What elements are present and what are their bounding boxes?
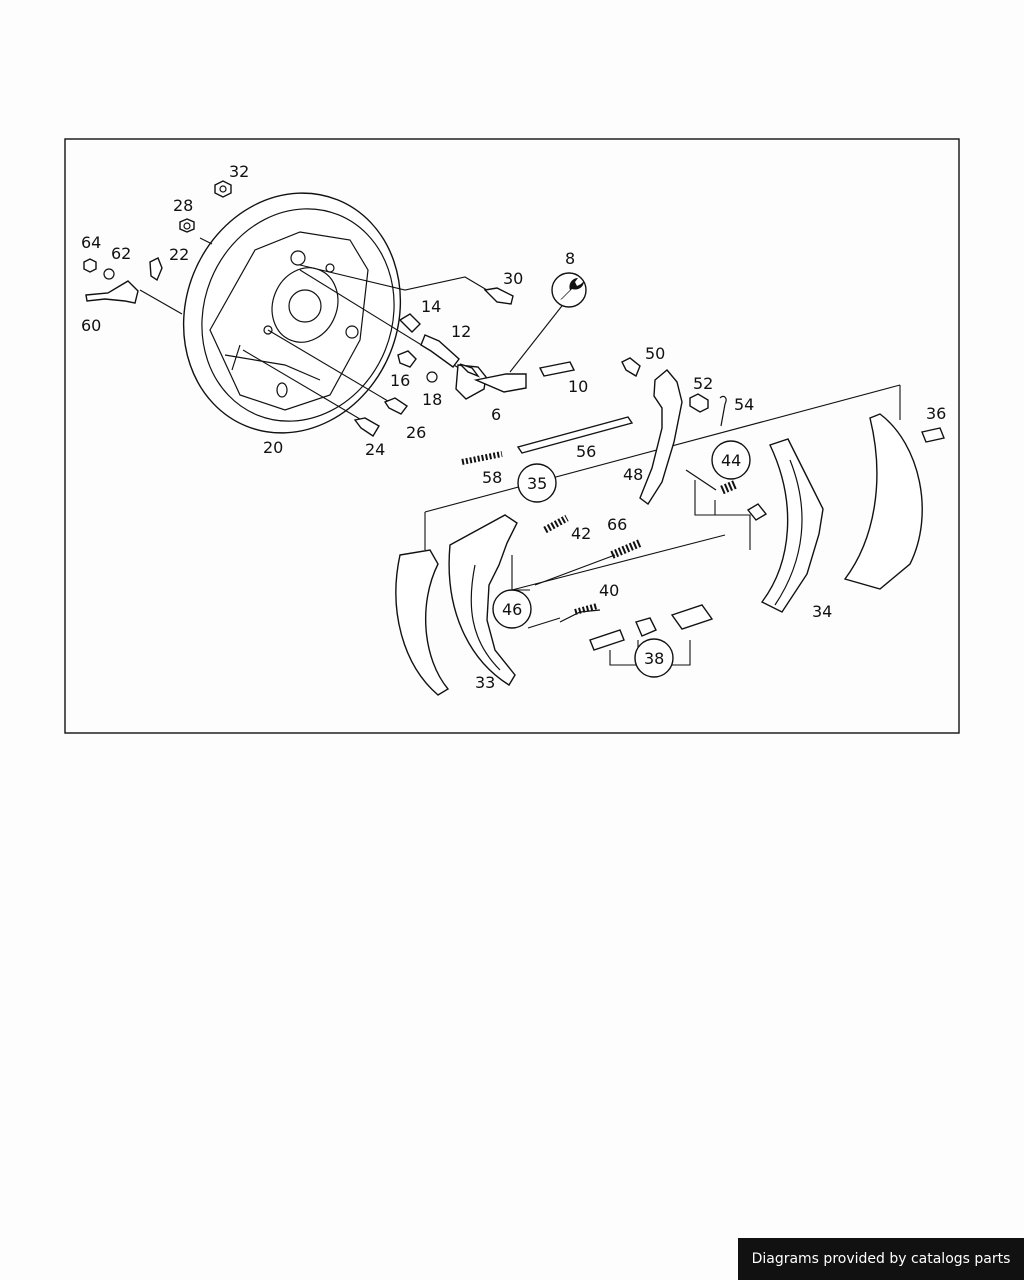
label-54: 54 xyxy=(734,395,754,414)
label-8: 8 xyxy=(565,249,575,268)
brake-shoes xyxy=(395,413,923,696)
label-10: 10 xyxy=(568,377,588,396)
small-parts xyxy=(83,180,945,651)
callout-circles xyxy=(492,440,751,678)
label-26: 26 xyxy=(406,423,426,442)
label-22: 22 xyxy=(169,245,189,264)
label-18: 18 xyxy=(422,390,442,409)
callout-44: 44 xyxy=(721,451,741,470)
leader-lines xyxy=(139,237,901,666)
label-64: 64 xyxy=(81,233,101,252)
wrench-icon xyxy=(560,278,584,300)
label-14: 14 xyxy=(421,297,441,316)
label-40: 40 xyxy=(599,581,619,600)
label-12: 12 xyxy=(451,322,471,341)
label-32: 32 xyxy=(229,162,249,181)
label-33: 33 xyxy=(475,673,495,692)
label-60: 60 xyxy=(81,316,101,335)
footer-credit: Diagrams provided by catalogs parts xyxy=(738,1238,1024,1280)
label-16: 16 xyxy=(390,371,410,390)
label-58: 58 xyxy=(482,468,502,487)
label-50: 50 xyxy=(645,344,665,363)
label-20: 20 xyxy=(263,438,283,457)
wrench-callout xyxy=(551,272,587,308)
label-56: 56 xyxy=(576,442,596,461)
parking-lever xyxy=(639,369,683,506)
diagram-frame xyxy=(64,138,960,734)
part-labels: 32 28 64 62 22 60 8 30 14 12 16 18 6 10 … xyxy=(81,162,946,692)
label-34: 34 xyxy=(812,602,832,621)
callout-35: 35 xyxy=(527,474,547,493)
label-6: 6 xyxy=(491,405,501,424)
label-24: 24 xyxy=(365,440,385,459)
backing-plate xyxy=(182,192,402,434)
label-48: 48 xyxy=(623,465,643,484)
label-28: 28 xyxy=(173,196,193,215)
callout-46: 46 xyxy=(502,600,522,619)
label-42: 42 xyxy=(571,524,591,543)
callout-38: 38 xyxy=(644,649,664,668)
label-30: 30 xyxy=(503,269,523,288)
label-66: 66 xyxy=(607,515,627,534)
label-62: 62 xyxy=(111,244,131,263)
label-36: 36 xyxy=(926,404,946,423)
label-52: 52 xyxy=(693,374,713,393)
